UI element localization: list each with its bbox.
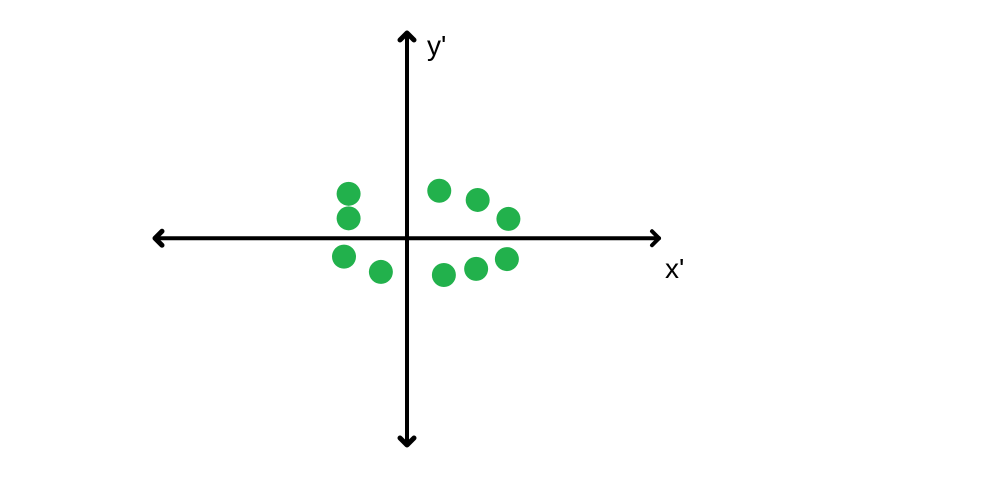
- axes: [152, 30, 661, 448]
- data-points: [332, 178, 521, 287]
- x-axis-label: x': [665, 253, 684, 284]
- data-point: [464, 256, 489, 281]
- data-point: [465, 187, 490, 212]
- y-axis-label: y': [427, 30, 446, 61]
- data-point: [427, 178, 452, 203]
- data-point: [496, 206, 521, 231]
- data-point: [332, 244, 356, 269]
- y-axis-bottom-arrowhead: [397, 435, 417, 448]
- y-axis-top-arrowhead: [397, 30, 417, 43]
- data-point: [494, 247, 519, 272]
- data-point: [336, 181, 361, 206]
- data-point: [431, 262, 456, 287]
- data-point: [368, 259, 393, 284]
- data-point: [336, 206, 361, 231]
- x-axis-right-arrowhead: [650, 229, 661, 248]
- x-axis-left-arrowhead: [152, 228, 165, 248]
